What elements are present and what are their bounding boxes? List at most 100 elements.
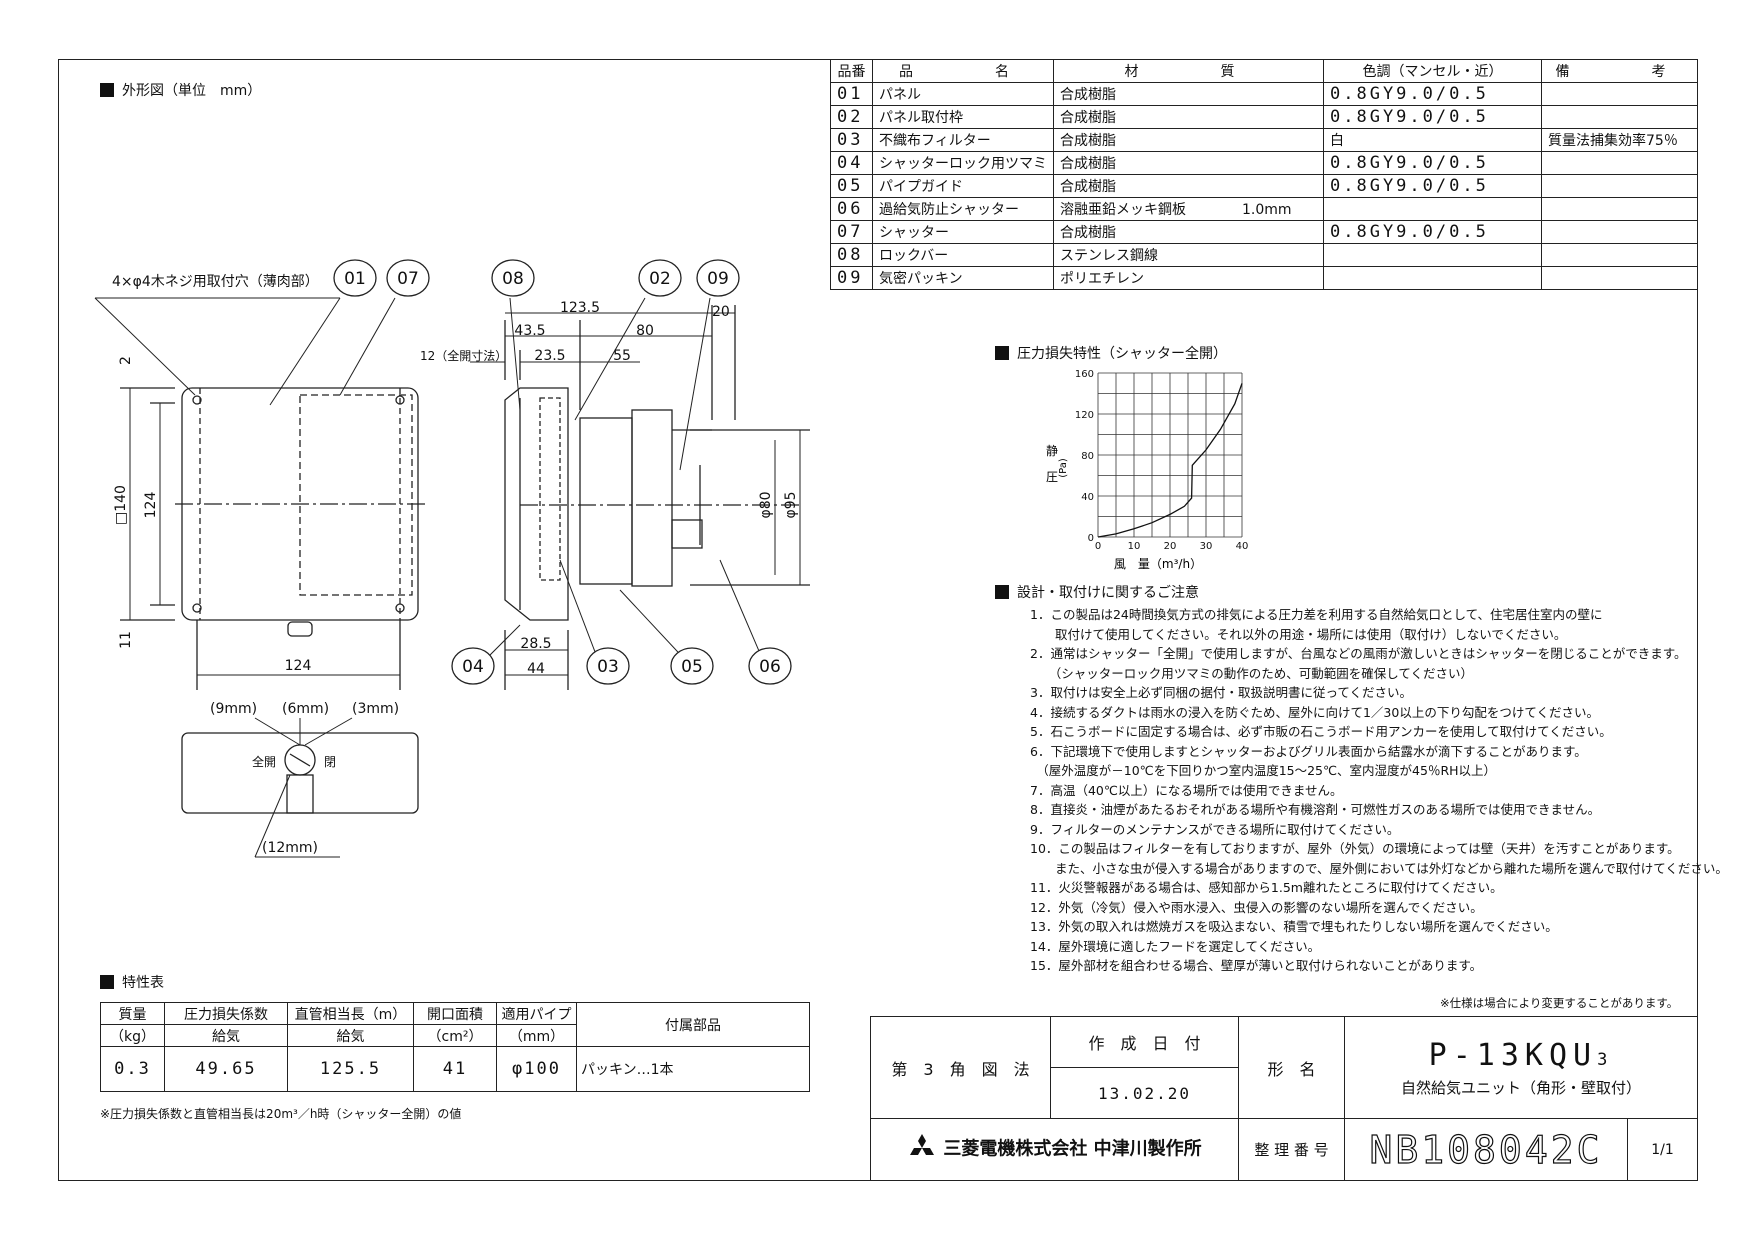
- part-name: 気密パッキン: [872, 266, 1054, 290]
- section-square-icon: [100, 975, 114, 989]
- callout-label: 08: [502, 269, 524, 289]
- spec-footnote: ※圧力損失係数と直管相当長は20m³／h時（シャッター全開）の値: [100, 1107, 462, 1121]
- pressure-chart-title-text: 圧力損失特性（シャッター全開）: [1017, 346, 1227, 362]
- part-material: 合成樹脂: [1053, 220, 1324, 244]
- spec-header: 質量: [100, 1002, 165, 1025]
- part-name: シャッター: [872, 220, 1054, 244]
- note-line: （シャッターロック用ツマミの動作のため、可動範囲を確保してください）: [1030, 665, 1474, 681]
- part-name: パネル取付枠: [872, 105, 1054, 129]
- part-number: 04: [830, 151, 873, 175]
- spec-header: 圧力損失係数: [164, 1002, 288, 1025]
- y-tick-label: 80: [1081, 451, 1094, 462]
- created-label: 作 成 日 付: [1050, 1016, 1239, 1068]
- company-name: 三菱電機株式会社 中津川製作所: [943, 1138, 1202, 1160]
- parts-header-row: 品番 品 名 材 質 色調（マンセル・近） 備 考: [830, 59, 1698, 83]
- callout-04: [451, 647, 495, 685]
- part-number: 09: [830, 266, 873, 290]
- title-block: 第 3 角 図 法 作 成 日 付 形 名 P-13KQU3 自然給気ユニット（…: [870, 1016, 1698, 1181]
- part-note: [1541, 197, 1698, 221]
- dim-43-5: 43.5: [514, 323, 545, 339]
- part-number: 07: [830, 220, 873, 244]
- note-line: 7．高温（40℃以上）になる場所では使用できません。: [1030, 782, 1343, 798]
- part-material: 合成樹脂: [1053, 105, 1324, 129]
- callout-06: [748, 647, 792, 685]
- spec-table-title-text: 特性表: [122, 975, 164, 991]
- note-line: 5．石こうボードに固定する場合は、必ず市販の石こうボード用アンカーを使用して取付…: [1030, 724, 1612, 739]
- knob-9mm: (9mm): [210, 701, 257, 717]
- knob-open-label: 全開: [252, 754, 276, 769]
- spec-pipe-length: 125.5: [287, 1046, 414, 1092]
- part-number: 01: [830, 82, 873, 106]
- spec-pipe: φ100: [496, 1046, 577, 1092]
- note-line: 4．接続するダクトは雨水の浸入を防ぐため、屋外に向けて1／30以上の下り勾配をつ…: [1030, 704, 1599, 720]
- part-name: パイプガイド: [872, 174, 1054, 198]
- spec-loss-coef: 49.65: [164, 1046, 288, 1092]
- note-line: 12．外気（冷気）侵入や雨水浸入、虫侵入の影響のない場所を選んでください。: [1030, 899, 1483, 915]
- part-color: 白: [1323, 128, 1542, 152]
- parts-header: 色調（マンセル・近）: [1323, 59, 1542, 83]
- part-number: 03: [830, 128, 873, 152]
- part-material: ステンレス鋼線: [1053, 243, 1324, 267]
- part-number: 05: [830, 174, 873, 198]
- spec-header: 付属部品: [576, 1002, 810, 1047]
- part-material: 合成樹脂: [1053, 174, 1324, 198]
- y-tick-label: 0: [1088, 533, 1094, 544]
- serial-label: 整 理 番 号: [1238, 1118, 1345, 1181]
- mitsubishi-logo-icon: [907, 1134, 937, 1165]
- spec-subheader: （cm²）: [413, 1024, 497, 1047]
- note-line: 8．直接炎・油煙があたるおそれがある場所や有機溶剤・可燃性ガスのある場所では使用…: [1030, 802, 1601, 817]
- page-number: 1/1: [1627, 1118, 1698, 1181]
- spec-change-note: ※仕様は場合により変更することがあります。: [1440, 996, 1679, 1010]
- part-color: [1323, 243, 1542, 267]
- note-line: 10．この製品はフィルターを有しておりますが、屋外（外気）の環境によっては壁（天…: [1030, 841, 1680, 856]
- part-material: 溶融亜鉛メッキ鋼板 1.0mm: [1053, 197, 1324, 221]
- callout-label: 02: [649, 269, 671, 289]
- created-date: 13.02.20: [1050, 1067, 1239, 1119]
- part-note: [1541, 174, 1698, 198]
- dim-140: □140: [113, 485, 129, 525]
- part-color: [1323, 266, 1542, 290]
- chart-ylabel-b: 圧: [1046, 470, 1058, 484]
- note-line: 13．外気の取入れは燃焼ガスを吸込まない、積雪で埋もれたりしない場所を選んでくだ…: [1030, 919, 1558, 934]
- knob-3mm: (3mm): [352, 701, 399, 717]
- callout-label: 01: [344, 269, 366, 289]
- spec-accessory: パッキン…1本: [576, 1046, 810, 1092]
- spec-subheader: （kg）: [100, 1024, 165, 1047]
- chart-grid: [1097, 372, 1243, 538]
- pressure-chart-title: 圧力損失特性（シャッター全開）: [995, 343, 1227, 363]
- knob-close-label: 閉: [324, 755, 336, 769]
- note-line: 6．下記環境下で使用しますとシャッターおよびグリル表面から結露水が滴下することが…: [1030, 743, 1587, 759]
- part-note: 質量法捕集効率75％: [1541, 128, 1698, 152]
- part-material: ポリエチレン: [1053, 266, 1324, 290]
- spec-subheader-row: （kg） 給気 給気 （cm²） （mm）: [100, 1024, 810, 1047]
- note-line: また、小さな虫が侵入する場合がありますので、屋外側においては外灯などから離れた場…: [1030, 860, 1728, 876]
- dim-phi-80: φ80: [758, 491, 774, 518]
- callout-07: [386, 259, 430, 297]
- spec-subheader: （mm）: [496, 1024, 577, 1047]
- callout-label: 03: [597, 657, 619, 677]
- dim-44: 44: [527, 661, 545, 677]
- dim-20: 20: [712, 304, 730, 320]
- design-notes-list: 1．この製品は24時間換気方式の排気による圧力差を利用する自然給気口として、住宅…: [1030, 604, 1728, 984]
- spec-header: 直管相当長（m）: [287, 1002, 414, 1025]
- knob-6mm: (6mm): [282, 701, 329, 717]
- spec-header-row: 質量 圧力損失係数 直管相当長（m） 開口面積 適用パイプ 付属部品: [100, 1002, 810, 1047]
- y-tick-label: 40: [1081, 492, 1094, 503]
- part-material: 合成樹脂: [1053, 151, 1324, 175]
- model-number: P-13KQU: [1428, 1037, 1598, 1073]
- dim-23-5: 23.5: [534, 348, 565, 364]
- parts-header: 品番: [830, 59, 873, 83]
- outline-drawing: 01 07 08 02 09 04 03 05 06 4×φ4木ネジ用取付穴（薄…: [94, 259, 810, 690]
- spec-header: 適用パイプ: [496, 1002, 577, 1025]
- part-name: シャッターロック用ツマミ: [872, 151, 1054, 175]
- part-number: 06: [830, 197, 873, 221]
- spec-table-title: 特性表: [100, 972, 164, 992]
- parts-header: 材 質: [1053, 59, 1324, 83]
- spec-subheader: 給気: [164, 1024, 288, 1047]
